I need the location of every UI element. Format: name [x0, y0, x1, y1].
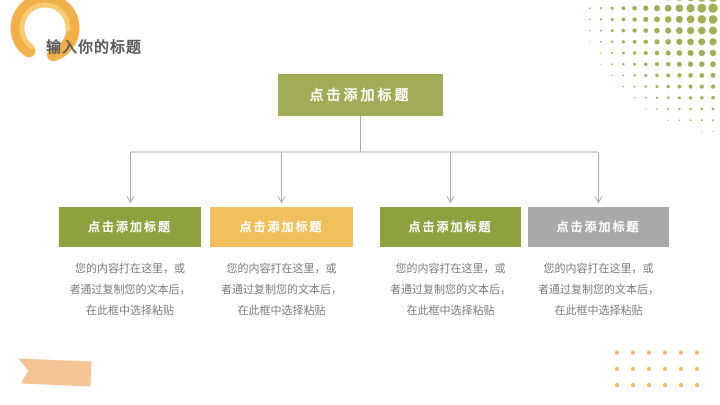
slide-title[interactable]: 输入你的标题	[46, 39, 143, 56]
washi-tape-decoration	[18, 358, 92, 387]
diagram-body-text-placeholder-3[interactable]: 您的内容打在这里，或 者通过复制您的文本后， 在此框中选择粘贴	[390, 263, 511, 317]
diagram-body-text-placeholder-4[interactable]: 您的内容打在这里，或 者通过复制您的文本后， 在此框中选择粘贴	[538, 263, 659, 317]
dot-grid-decoration	[614, 350, 700, 388]
diagram-child-title-placeholder-4[interactable]: 点击添加标题	[528, 207, 669, 247]
diagram-child-title-placeholder-3[interactable]: 点击添加标题	[380, 207, 521, 247]
halftone-dots-decoration	[589, 0, 718, 133]
brush-circle-icon	[10, 0, 80, 63]
diagram-body-text-placeholder-1[interactable]: 您的内容打在这里，或 者通过复制您的文本后， 在此框中选择粘贴	[69, 263, 191, 317]
diagram-child-title-placeholder-2[interactable]: 点击添加标题	[210, 207, 353, 247]
diagram-child-title-placeholder-1[interactable]: 点击添加标题	[59, 207, 201, 247]
diagram-root-title-placeholder[interactable]: 点击添加标题	[278, 74, 443, 116]
diagram-body-text-placeholder-2[interactable]: 您的内容打在这里，或 者通过复制您的文本后， 在此框中选择粘贴	[221, 263, 342, 317]
